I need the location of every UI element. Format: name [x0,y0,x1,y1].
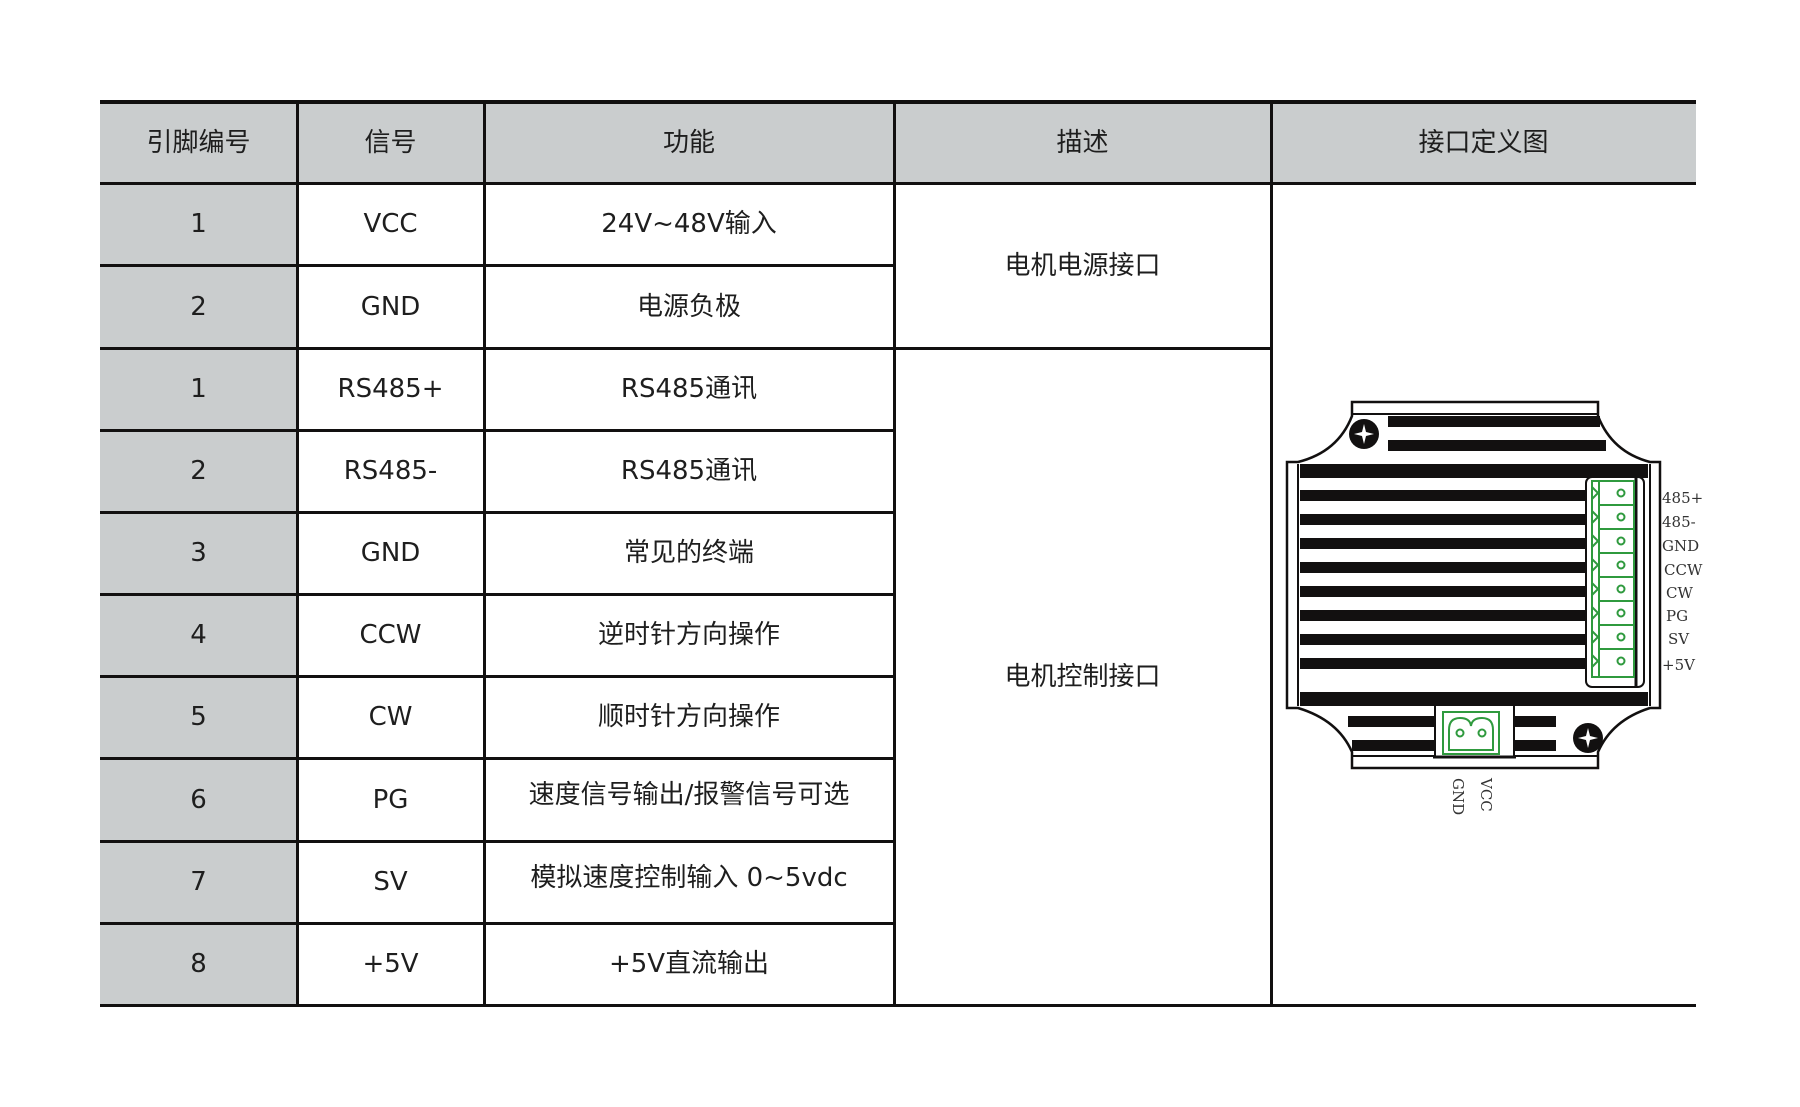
function-cell: 速度信号输出/报警信号可选 [528,780,850,810]
function-cell: +5V直流输出 [608,949,770,979]
table-bottom-border [100,1004,1696,1007]
header-signal: 信号 [297,103,484,183]
row-divider [100,922,894,925]
terminal-label: GND [1449,778,1467,815]
pin-number-cell: 1 [190,374,207,404]
terminal-label: VCC [1477,777,1495,812]
header-interface-diagram: 接口定义图 [1271,103,1696,183]
function-cell: 顺时针方向操作 [597,702,780,732]
row-divider [100,675,894,678]
terminal-label: PG [1666,607,1688,625]
signal-cell: RS485+ [337,374,444,404]
terminal-label: 485- [1662,513,1696,531]
header-pin-number: 引脚编号 [100,103,297,183]
group-divider [100,347,1271,350]
signal-cell: SV [373,867,408,897]
pin-number-cell: 4 [190,620,207,650]
signal-cell: PG [372,784,409,815]
description-power-interface: 电机电源接口 [1004,250,1161,281]
row-divider [100,757,894,760]
column-divider [296,100,299,1005]
row-divider [100,593,894,596]
row-divider [100,264,894,267]
pin-definition-table: 引脚编号 信号 功能 描述 接口定义图 1 VCC 24V~48V输入 2 GN… [100,100,1696,1007]
terminal-label: +5V [1662,656,1696,674]
pin-number-cell: 2 [190,456,207,486]
signal-cell: VCC [363,209,418,239]
signal-cell: +5V [362,949,419,979]
function-cell: 电源负极 [636,291,741,322]
pin-number-cell: 7 [190,867,207,897]
column-divider [1270,100,1273,1005]
terminal-label: GND [1662,537,1699,555]
terminal-label: SV [1668,630,1690,648]
control-terminal-block [1591,480,1635,678]
header-bottom-border [100,182,1696,185]
signal-cell: CW [368,702,413,732]
pin-number-cell: 3 [190,538,207,568]
control-terminal-labels: 485+ 485- GND CCW CW PG SV +5V [1662,489,1703,674]
power-terminal-block [1433,704,1516,759]
function-cell: 24V~48V输入 [601,209,777,239]
row-divider [100,429,894,432]
header-description: 描述 [894,103,1271,183]
function-cell: 模拟速度控制输入 0~5vdc [530,863,848,893]
signal-cell: CCW [359,620,422,650]
description-control-interface: 电机控制接口 [1004,661,1161,692]
row-divider [100,511,894,514]
column-divider [893,100,896,1005]
row-divider [100,840,894,843]
pin-number-cell: 8 [190,949,207,979]
pin-number-cell: 5 [190,702,207,732]
pin-number-cell: 6 [190,784,207,815]
screw-icon [1573,723,1603,753]
driver-board-drawing [1285,400,1662,770]
column-divider [483,100,486,1005]
header-function: 功能 [484,103,894,183]
power-terminal-labels: GND VCC [1449,777,1495,815]
pin-number-cell: 2 [190,291,207,322]
terminal-label: CCW [1664,561,1703,579]
terminal-label: CW [1666,584,1693,602]
function-cell: RS485通讯 [620,456,758,486]
table-top-border [100,100,1696,104]
function-cell: 逆时针方向操作 [597,620,780,650]
function-cell: 常见的终端 [623,538,754,568]
pin-number-cell: 1 [190,209,207,239]
signal-cell: RS485- [343,456,438,486]
function-cell: RS485通讯 [620,374,758,404]
terminal-label: 485+ [1662,489,1703,507]
signal-cell: GND [360,538,421,568]
signal-cell: GND [360,291,421,322]
screw-icon [1349,419,1379,449]
